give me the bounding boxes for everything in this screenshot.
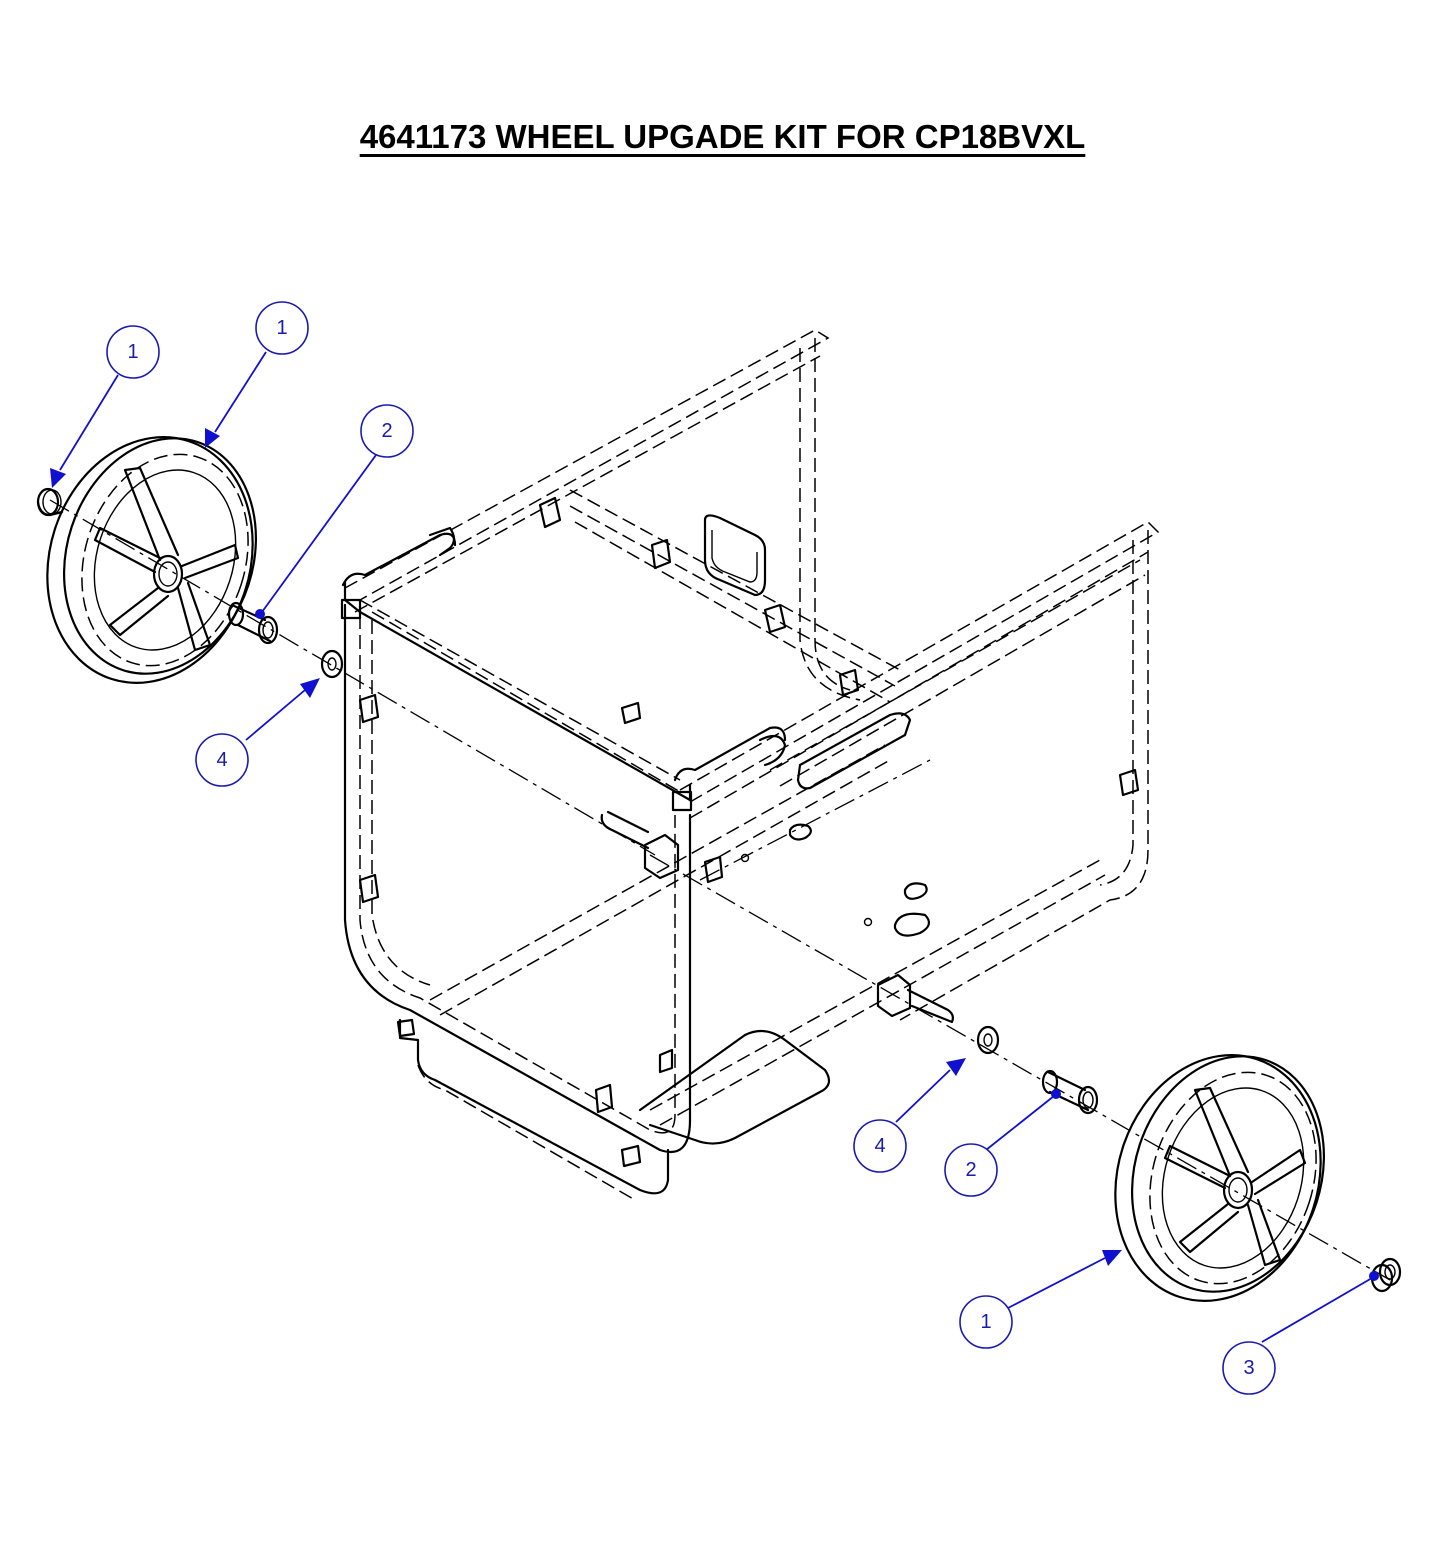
callout-left-2: 2 <box>360 404 414 458</box>
callout-label: 1 <box>980 1311 991 1333</box>
callout-label: 1 <box>127 341 138 363</box>
diagram-title: 4641173 WHEEL UPGADE KIT FOR CP18BVXL <box>359 118 1086 155</box>
callout-right-4: 4 <box>853 1119 907 1173</box>
right-axle-centerline <box>649 854 1391 1281</box>
callout-label: 1 <box>276 317 287 339</box>
callout-label: 4 <box>216 749 227 771</box>
right-washer <box>976 1025 1000 1055</box>
left-hub-cap <box>36 487 64 517</box>
leader-lines <box>50 351 1379 1343</box>
left-wheel <box>46 436 258 684</box>
callout-left-4: 4 <box>195 733 249 787</box>
callout-left-1: 1 <box>255 301 309 355</box>
callout-left-3: 1 <box>106 325 160 379</box>
callout-label: 2 <box>381 420 392 442</box>
left-axle-centerline <box>49 499 656 856</box>
callout-right-3: 3 <box>1222 1341 1276 1395</box>
left-washer <box>320 649 344 679</box>
callout-label: 3 <box>1243 1357 1254 1379</box>
right-wheel <box>1114 1054 1326 1302</box>
callout-right-2: 2 <box>944 1143 998 1197</box>
callout-label: 4 <box>874 1135 885 1157</box>
left-axle-spacer <box>227 601 279 645</box>
callout-label: 2 <box>965 1159 976 1181</box>
callout-right-1: 1 <box>959 1295 1013 1349</box>
generator-frame <box>340 329 1160 1201</box>
